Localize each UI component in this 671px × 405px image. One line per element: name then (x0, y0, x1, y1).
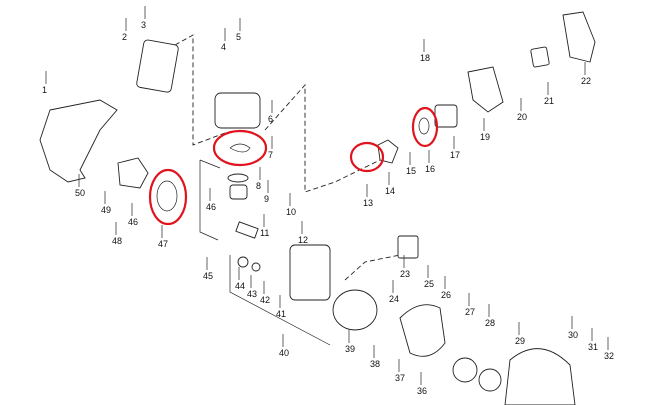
part-label-27: 27 (465, 307, 475, 317)
part-label-8: 8 (256, 181, 261, 191)
part-label-37: 37 (395, 373, 405, 383)
highlight-circles (148, 106, 439, 226)
part-label-25: 25 (424, 279, 434, 289)
part-label-7: 7 (268, 150, 273, 160)
air-filter-cover-shape (136, 39, 179, 93)
part-label-28: 28 (485, 318, 495, 328)
part-label-23: 23 (400, 269, 410, 279)
muffler-cover-shape (39, 99, 118, 183)
air-cleaner-base-shape (467, 66, 504, 113)
crankcase-shape (289, 244, 331, 301)
part-label-17: 17 (450, 150, 460, 160)
muffler-shape (117, 157, 149, 189)
part-label-50: 50 (75, 188, 85, 198)
part-label-16: 16 (425, 164, 435, 174)
bearing-shape (237, 256, 249, 268)
highlight-circle-part-7 (212, 129, 268, 167)
part-label-42: 42 (260, 295, 270, 305)
ignition-coil-shape (397, 235, 419, 259)
part-label-46: 46 (128, 217, 138, 227)
piston-ring-shape (227, 173, 249, 183)
part-label-20: 20 (517, 112, 527, 122)
part-label-5: 5 (236, 32, 241, 42)
part-label-11: 11 (260, 228, 269, 238)
part-label-30: 30 (568, 330, 578, 340)
highlight-circle-part-47 (148, 168, 188, 226)
carb-gasket-shape (418, 117, 430, 135)
assembly-lines (174, 34, 401, 346)
part-label-38: 38 (370, 359, 380, 369)
part-label-43: 43 (247, 289, 257, 299)
part-label-15: 15 (406, 166, 416, 176)
part-label-24: 24 (389, 294, 399, 304)
part-label-6: 6 (268, 114, 273, 124)
carburetor-shape (434, 104, 458, 128)
part-label-19: 19 (480, 132, 490, 142)
part-shapes (39, 11, 596, 405)
muffler-gasket-shape (156, 180, 178, 212)
filter-element-shape (530, 46, 550, 68)
air-cleaner-cover-shape (562, 11, 596, 63)
part-label-45: 45 (203, 271, 213, 281)
part-label-44: 44 (235, 281, 245, 291)
highlight-circle-part-13 (349, 141, 385, 173)
highlight-circle-part-16 (411, 106, 439, 148)
part-label-22: 22 (581, 76, 591, 86)
crankshaft-shape (235, 221, 259, 239)
part-label-10: 10 (286, 207, 296, 217)
part-label-9: 9 (264, 194, 269, 204)
part-label-48: 48 (112, 236, 122, 246)
part-label-21: 21 (544, 96, 554, 106)
part-label-1: 1 (42, 85, 47, 95)
cylinder-shape (214, 92, 261, 129)
seal-shape (251, 262, 261, 272)
part-label-12: 12 (298, 235, 308, 245)
engine-cover-shape (504, 348, 576, 405)
leader-lines (45, 6, 609, 385)
part-label-26: 26 (441, 290, 451, 300)
part-label-14: 14 (385, 186, 395, 196)
part-label-29: 29 (515, 336, 525, 346)
part-label-41: 41 (276, 309, 286, 319)
part-label-4: 4 (221, 42, 226, 52)
part-label-36: 36 (417, 386, 427, 396)
part-label-13: 13 (363, 198, 373, 208)
part-label-40: 40 (279, 348, 289, 358)
part-label-18: 18 (420, 53, 430, 63)
part-label-46: 46 (206, 202, 216, 212)
part-label-31: 31 (588, 342, 598, 352)
part-label-39: 39 (345, 344, 355, 354)
fan-housing-shape (399, 304, 446, 357)
flywheel-shape (332, 289, 378, 331)
part-label-49: 49 (101, 205, 111, 215)
starter-pulley-shape (452, 357, 478, 383)
gasket-shape (229, 143, 251, 153)
starter-reel-shape (478, 368, 502, 392)
part-label-32: 32 (604, 351, 614, 361)
part-label-3: 3 (141, 20, 146, 30)
part-label-47: 47 (158, 239, 168, 249)
piston-shape (229, 184, 248, 200)
part-label-2: 2 (122, 32, 127, 42)
